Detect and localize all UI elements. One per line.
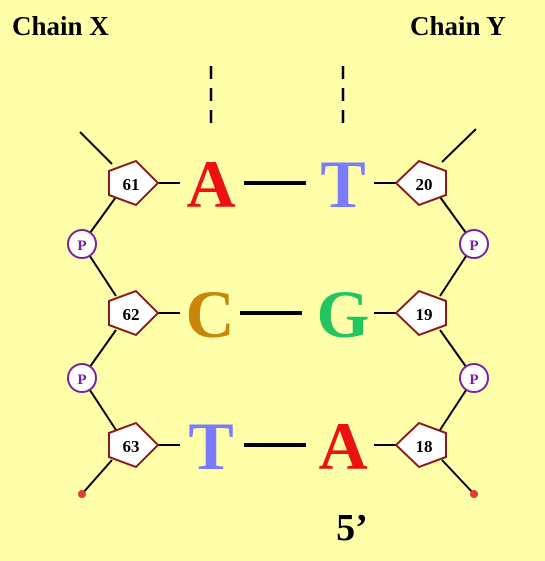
left-terminal-dot [78,490,86,498]
right-sugar-pentagon [394,421,447,469]
right-base-letter: A [318,408,367,484]
left-base-letter: C [185,276,234,352]
right-sugar-pentagon [394,159,447,207]
right-base-letter: T [320,146,365,222]
phosphate-label: P [77,372,86,388]
left-sugar-pentagon [108,159,160,207]
phosphate-left-1: P [67,229,97,259]
left-base-letter: A [186,146,235,222]
right-sugar-number: 18 [416,437,433,456]
phosphate-label: P [469,372,478,388]
right-terminal-dot [470,490,478,498]
phosphate-right-2: P [459,363,489,393]
left-backbone-bottom-stub [81,459,113,495]
phosphate-right-1: P [459,229,489,259]
left-sugar-number: 62 [123,305,140,324]
right-sugar-number: 20 [416,175,433,194]
left-sugar-number: 63 [123,437,140,456]
right-backbone-bottom-stub [441,459,475,495]
phosphate-label: P [469,238,478,254]
right-sugar-number: 19 [416,305,433,324]
left-sugar-pentagon [108,421,160,469]
base-pair-row-1: 61 20 A T [108,146,447,222]
right-base-letter: G [317,276,370,352]
phosphate-left-2: P [67,363,97,393]
base-pair-row-3: 63 18 T A [108,408,447,484]
left-backbone-top-stub [79,131,113,165]
left-base-letter: T [188,408,233,484]
chain-x-label: Chain X [12,11,109,41]
five-prime-end-label: 5’ [336,507,368,549]
right-backbone-top-stub [441,128,477,163]
left-sugar-pentagon [108,289,160,337]
chain-y-label: Chain Y [410,11,506,41]
left-sugar-number: 61 [123,175,140,194]
right-sugar-pentagon [394,289,447,337]
base-pair-row-2: 62 19 C G [108,276,447,352]
phosphate-label: P [77,238,86,254]
